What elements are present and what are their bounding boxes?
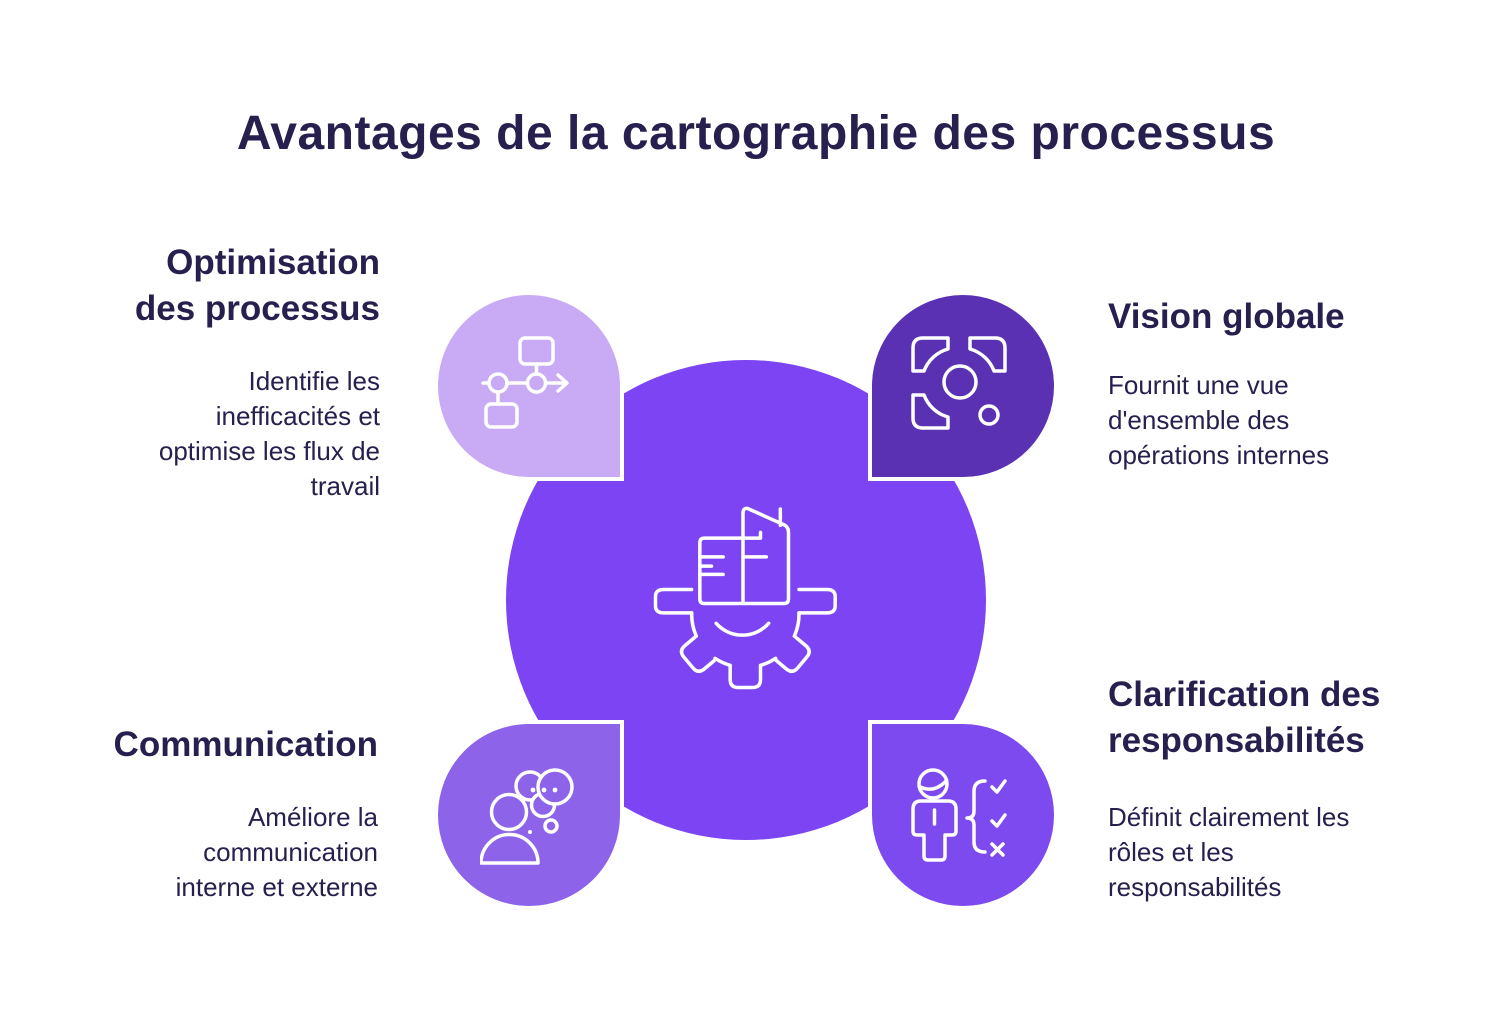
vision-heading: Vision globale — [1108, 297, 1345, 336]
vision-bubble — [868, 291, 1058, 481]
communication-bubble — [434, 720, 624, 910]
flowchart-icon — [481, 336, 569, 429]
clarification-heading: Clarification des responsabilités — [1108, 675, 1381, 760]
communication-description: Améliore la communication interne et ext… — [175, 802, 378, 902]
person-checklist-icon — [911, 768, 1007, 862]
clarification-description: Définit clairement les rôles et les resp… — [1108, 802, 1350, 902]
clarification-bubble — [868, 720, 1058, 910]
communication-heading: Communication — [113, 725, 378, 764]
person-thought-bubble-icon — [480, 768, 574, 865]
page-title: Avantages de la cartographie des process… — [236, 107, 1276, 160]
vision-description: Fournit une vue d'ensemble des opération… — [1108, 370, 1330, 470]
optimisation-bubble — [434, 291, 624, 481]
focus-target-icon — [911, 336, 1007, 430]
optimisation-heading: Optimisation des processus — [134, 243, 380, 328]
gear-with-map-icon — [653, 506, 837, 690]
optimisation-description: Identifie les inefficacités et optimise … — [158, 366, 380, 501]
